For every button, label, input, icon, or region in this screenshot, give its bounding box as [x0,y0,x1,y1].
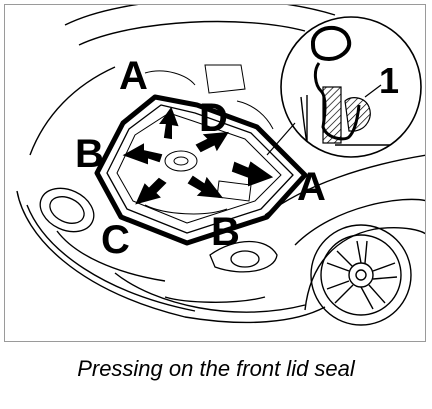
arrow-right [231,161,274,187]
arrow-down-left [135,177,167,205]
arrow-up-right [195,131,229,153]
label-a-top: A [119,54,148,98]
label-b-left: B [75,132,104,176]
label-c: C [101,218,130,262]
illustration-frame: A B D A C B 1 [4,4,426,342]
front-wheel [310,224,412,326]
car-lid-seal-illustration: A B D A C B 1 [16,5,425,326]
label-d: D [199,96,228,140]
arrow-down-right [187,175,224,199]
press-arrows [122,106,274,205]
figure-caption: Pressing on the front lid seal [77,356,355,381]
detail-leader-line [266,122,296,156]
seal-detail-inset: 1 [280,16,422,158]
car-body [16,5,425,324]
label-a-right: A [297,165,326,209]
detail-callout-1: 1 [379,60,399,101]
label-b-bottom: B [211,210,240,254]
headlights [39,187,278,273]
arrow-left [122,143,163,165]
arrow-up [159,106,179,140]
